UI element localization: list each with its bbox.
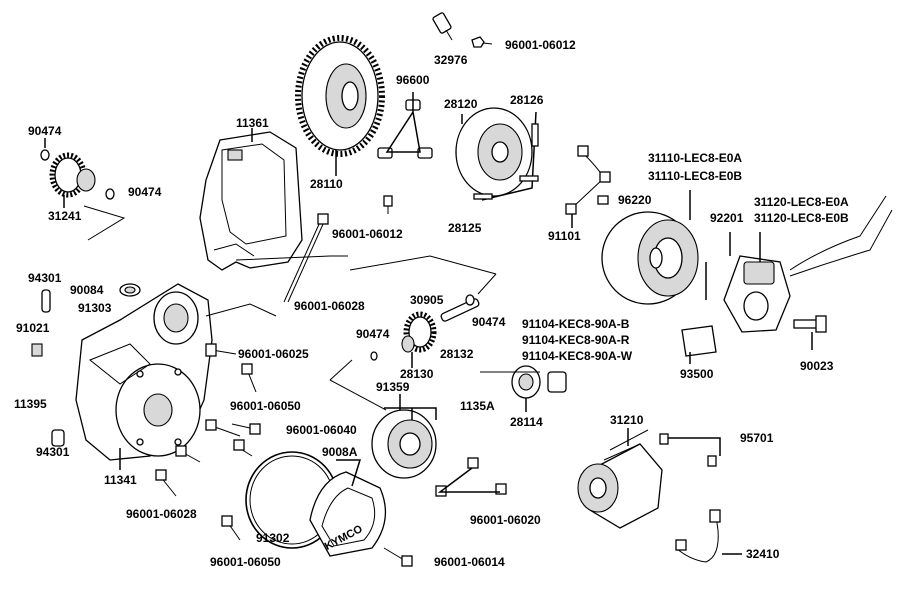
- part-11361-shroud: [199, 128, 303, 271]
- connector-lines: [83, 205, 540, 411]
- label-32976: 32976: [434, 53, 468, 67]
- part-31120-regulator: [705, 195, 893, 333]
- label-91101: 91101: [548, 229, 581, 243]
- label-28130: 28130: [400, 367, 434, 381]
- label-9008A: 9008A: [322, 445, 358, 459]
- label-30905: 30905: [410, 293, 444, 307]
- label-28125: 28125: [448, 221, 482, 235]
- label-94301-bot: 94301: [36, 445, 70, 459]
- label-96001-06025: 96001-06025: [238, 347, 309, 361]
- label-90023: 90023: [800, 359, 834, 373]
- part-9008A-cover: KYMCO: [309, 459, 413, 567]
- label-91021: 91021: [16, 321, 50, 335]
- label-96001-06028-top: 96001-06028: [294, 299, 365, 313]
- part-31210-starter-motor: [577, 428, 663, 529]
- label-96001-06050-top: 96001-06050: [230, 399, 301, 413]
- label-96001-06020: 96001-06020: [470, 513, 541, 527]
- label-31120-b: 31120-LEC8-E0B: [754, 211, 849, 225]
- part-bolt-top: [471, 36, 493, 48]
- label-91359: 91359: [376, 380, 410, 394]
- label-32410: 32410: [746, 547, 780, 561]
- label-91104-w: 91104-KEC8-90A-W: [522, 349, 633, 363]
- label-96600: 96600: [396, 73, 430, 87]
- part-96600-pins: [377, 92, 433, 159]
- label-90474-b: 90474: [128, 185, 162, 199]
- part-90023-bolt: [793, 315, 827, 350]
- label-96001-06040: 96001-06040: [286, 423, 357, 437]
- label-90474-a: 90474: [28, 124, 62, 138]
- part-cover-bolts: [155, 343, 261, 541]
- label-28126: 28126: [510, 93, 544, 107]
- label-96001-06014: 96001-06014: [434, 555, 505, 569]
- label-28114: 28114: [510, 415, 543, 429]
- label-95701: 95701: [740, 431, 774, 445]
- label-96001-06012-top: 96001-06012: [505, 38, 576, 52]
- label-91104-r: 91104-KEC8-90A-R: [522, 333, 630, 347]
- part-1135A-clutch: [371, 394, 437, 479]
- part-long-bolt-06028: [283, 213, 329, 303]
- label-11341: 11341: [104, 473, 137, 487]
- label-96001-06050-bot: 96001-06050: [210, 555, 281, 569]
- label-90474-c: 90474: [472, 315, 506, 329]
- label-91302: 91302: [256, 531, 290, 545]
- label-93500: 93500: [680, 367, 714, 381]
- label-91303: 91303: [78, 301, 112, 315]
- label-96001-06012-mid: 96001-06012: [332, 227, 403, 241]
- part-32976-key: [432, 12, 453, 41]
- label-28132: 28132: [440, 347, 474, 361]
- label-31210: 31210: [610, 413, 644, 427]
- label-11361: 11361: [236, 116, 269, 130]
- part-labels: 32976 96001-06012 96600 28120 28126 9047…: [14, 38, 849, 569]
- part-28114-bearing: [511, 365, 567, 412]
- label-31120-a: 31120-LEC8-E0A: [754, 195, 849, 209]
- label-94301-top: 94301: [28, 271, 62, 285]
- label-90084: 90084: [70, 283, 104, 297]
- label-96001-06028-bot: 96001-06028: [126, 507, 197, 521]
- part-32410-starter-cable: [675, 509, 742, 563]
- part-bolts-06020: [435, 457, 507, 497]
- label-92201: 92201: [710, 211, 744, 225]
- label-90474-d: 90474: [356, 327, 390, 341]
- label-11395: 11395: [14, 397, 47, 411]
- label-91104-b: 91104-KEC8-90A-B: [522, 317, 630, 331]
- part-91101-wire: [565, 145, 611, 228]
- part-31110-stator: [601, 190, 699, 305]
- label-96220: 96220: [618, 193, 652, 207]
- part-bolt-mid: [383, 195, 393, 214]
- part-28130-reduction-gear: [370, 294, 480, 368]
- label-31110-a: 31110-LEC8-E0A: [648, 151, 742, 165]
- label-28110: 28110: [310, 177, 343, 191]
- part-28110-starter-gear: [295, 35, 385, 176]
- label-28120: 28120: [444, 97, 478, 111]
- label-31241: 31241: [48, 209, 82, 223]
- part-31241-idle-gear: [40, 138, 115, 208]
- part-11341-crankcase-cover: [75, 283, 213, 470]
- label-31110-b: 31110-LEC8-E0B: [648, 169, 742, 183]
- part-93500-clamp: [681, 325, 717, 364]
- part-28126-spring-set: [473, 111, 539, 201]
- part-95701-bolts: [659, 433, 721, 467]
- part-28120-rotor: [455, 107, 533, 197]
- label-1135A: 1135A: [460, 399, 495, 413]
